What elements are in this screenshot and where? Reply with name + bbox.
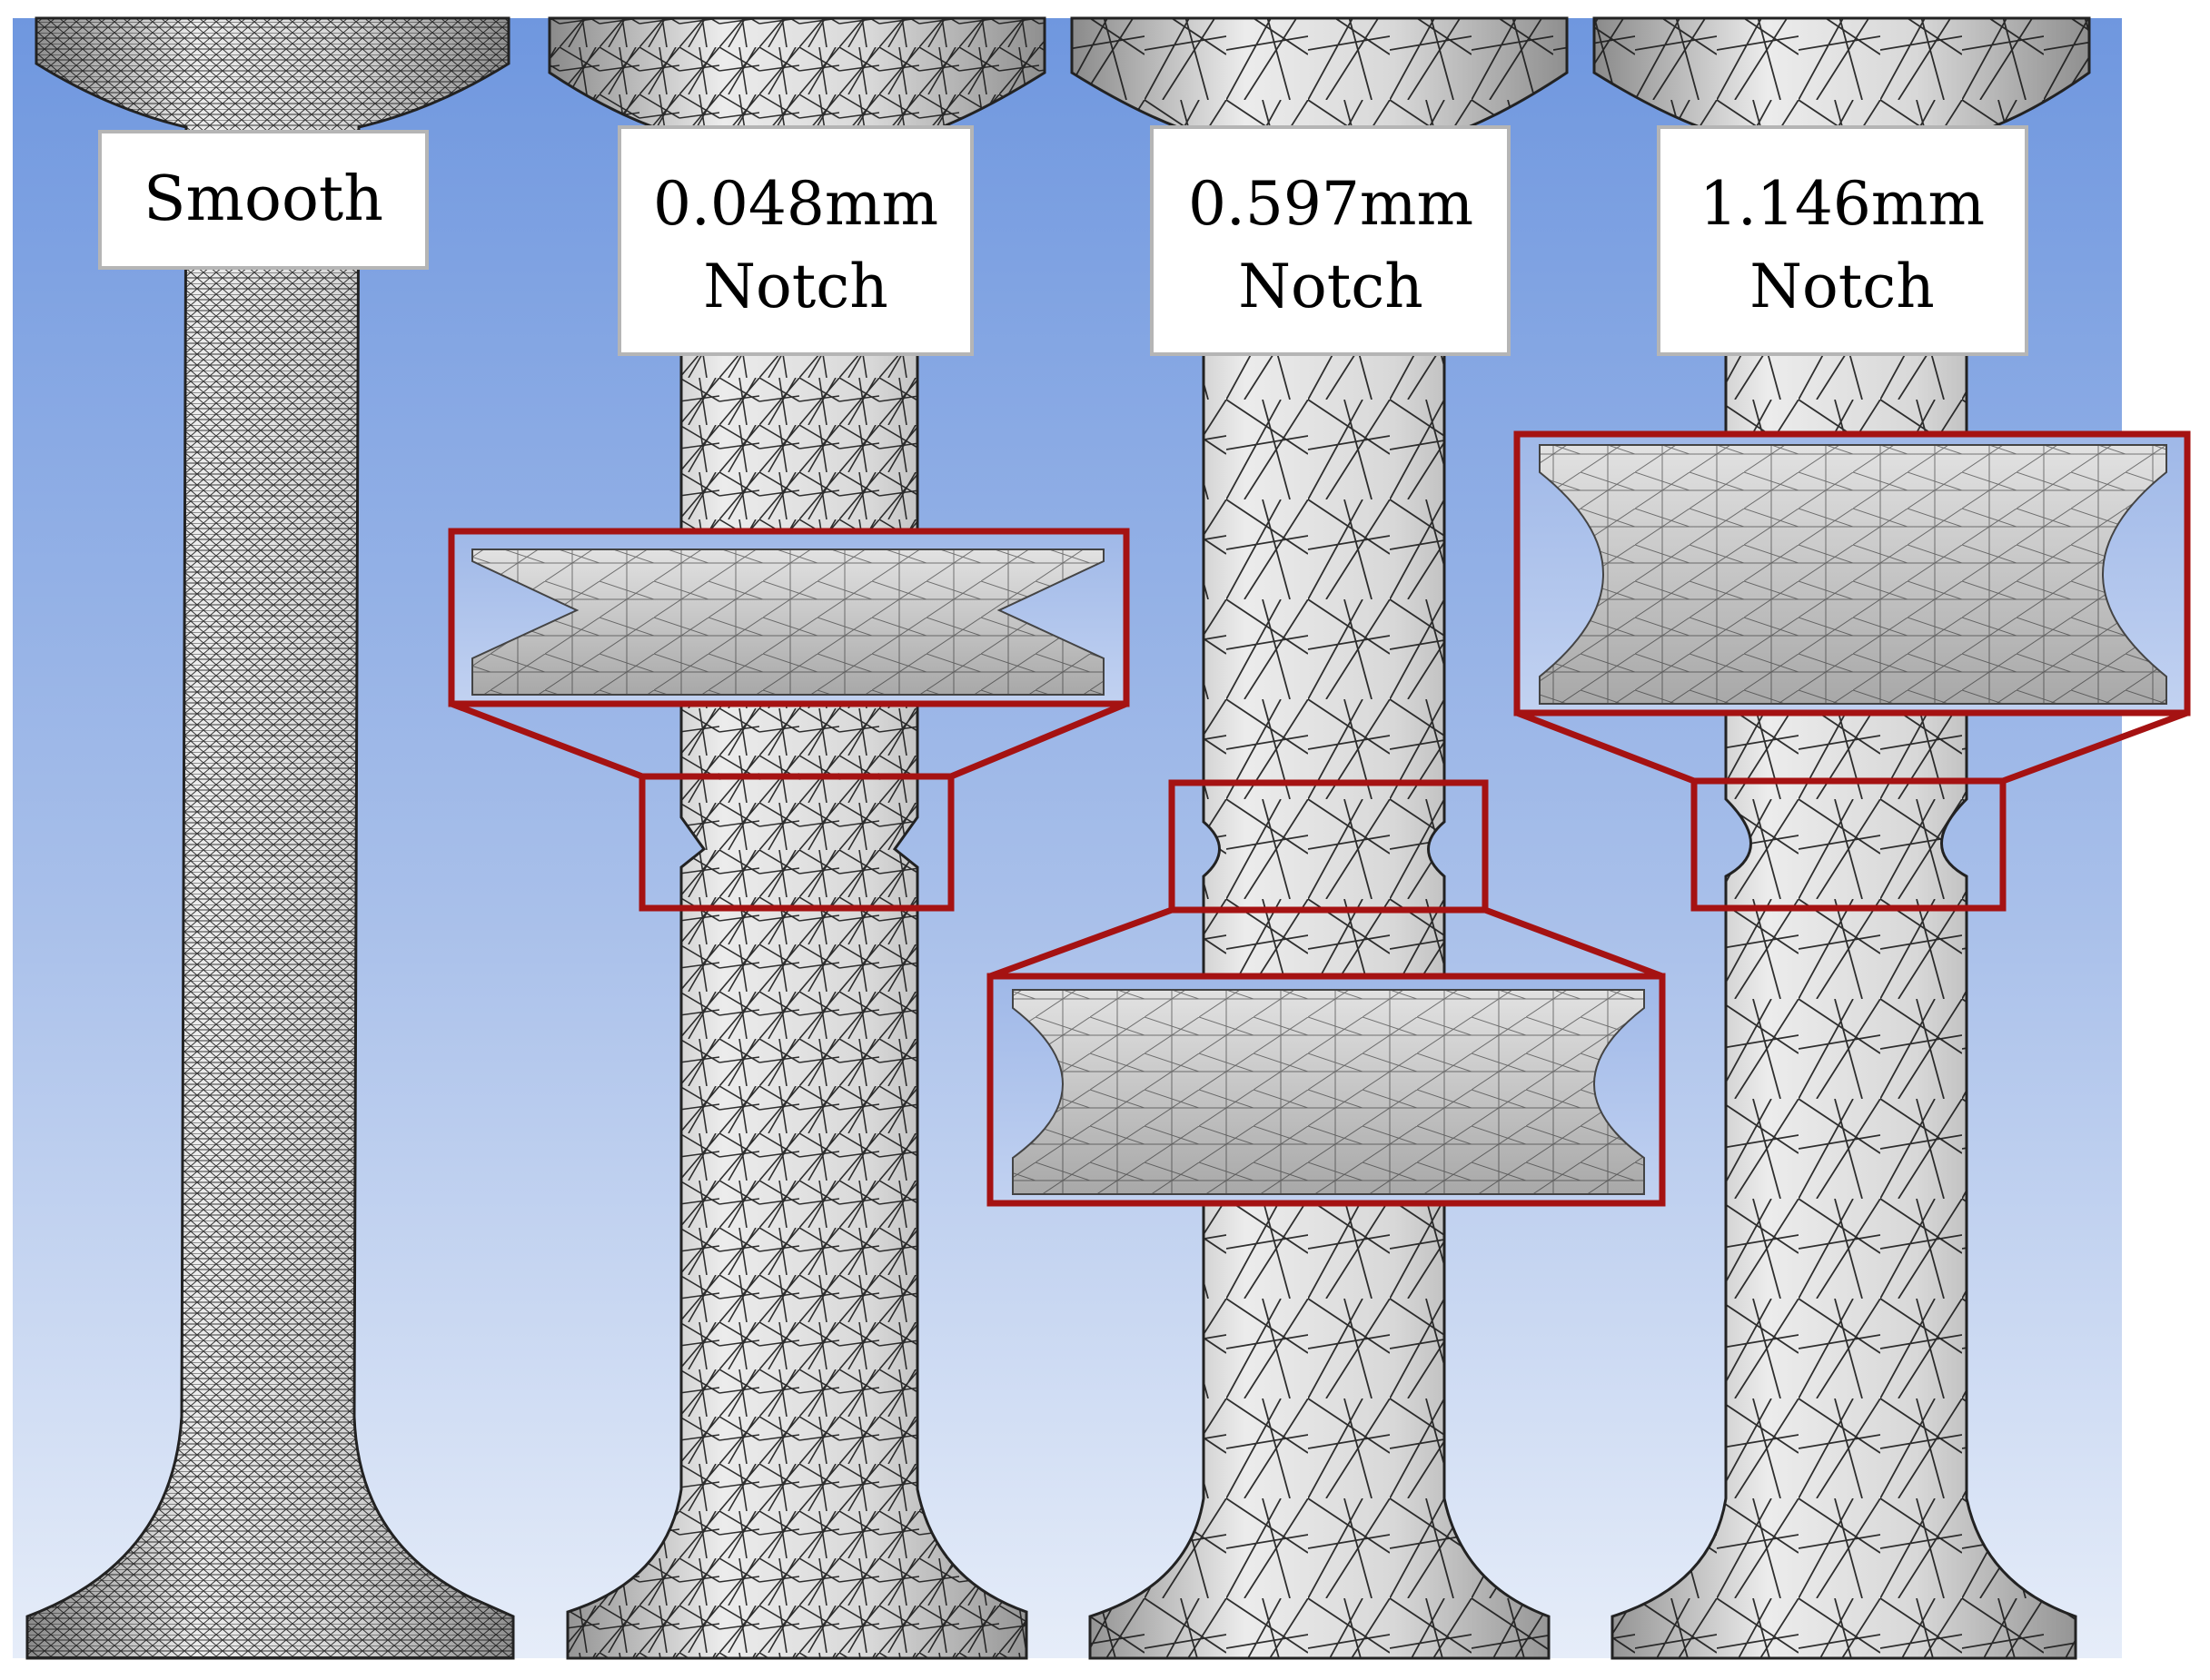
inset-connector-lines xyxy=(450,700,1128,780)
label-box xyxy=(1657,125,2028,356)
label-notch-1146: 1.146mm Notch xyxy=(1657,125,2028,356)
label-line-2: Notch xyxy=(1238,252,1422,321)
magnifier-inset-frame-small xyxy=(1168,779,1489,914)
inset-connector-lines xyxy=(988,906,1664,980)
zoom-inset-notch-0597 xyxy=(986,779,1666,1207)
inset-connector-lines xyxy=(1515,709,2189,785)
zoom-inset-notch-1146 xyxy=(1513,430,2191,912)
specimen-smooth xyxy=(25,16,515,1660)
magnifier-inset-frame-small xyxy=(639,773,955,912)
zoom-inset-notch-0048 xyxy=(448,528,1130,912)
label-notch-0597: 0.597mm Notch xyxy=(1150,125,1511,356)
label-box xyxy=(618,125,974,356)
label-line-2: Notch xyxy=(703,252,887,321)
label-line-1: Smooth xyxy=(144,163,383,235)
label-box xyxy=(1150,125,1511,356)
label-line-2: Notch xyxy=(1749,252,1934,321)
label-smooth: Smooth xyxy=(98,130,429,270)
magnifier-inset-frame-small xyxy=(1690,777,2007,912)
label-box xyxy=(98,130,429,270)
label-line-1: 1.146mm xyxy=(1700,169,1985,239)
label-line-1: 0.048mm xyxy=(653,169,938,239)
label-line-1: 0.597mm xyxy=(1188,169,1473,239)
label-notch-0048: 0.048mm Notch xyxy=(618,125,974,356)
